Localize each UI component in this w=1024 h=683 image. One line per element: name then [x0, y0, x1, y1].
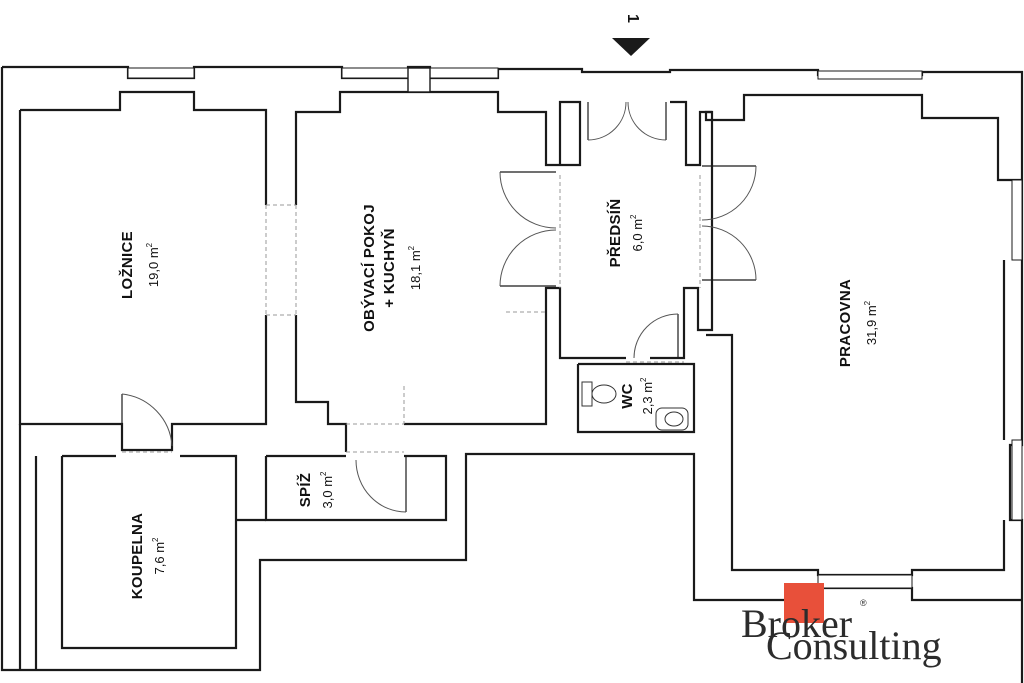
wc-wall [576, 362, 696, 434]
broker-consulting-logo: Broker ® Consulting [741, 583, 942, 668]
room-spiz: SPÍŽ 3,0 m2 [296, 471, 335, 509]
outer-wall [2, 65, 1024, 683]
svg-text:3,0 m2: 3,0 m2 [319, 471, 335, 509]
svg-text:18,1 m2: 18,1 m2 [407, 245, 423, 290]
room-name: LOŽNICE [118, 231, 136, 299]
entrance-door [587, 101, 667, 141]
room-pracovna: PRACOVNA 31,9 m2 [837, 279, 879, 367]
room-loznice: LOŽNICE 19,0 m2 [118, 231, 161, 299]
logo-accent [784, 583, 824, 623]
left-corridor-wall [18, 424, 38, 670]
entrance-number: 1 [624, 14, 641, 23]
room-area: 2,3 m [640, 382, 655, 415]
svg-text:31,9 m2: 31,9 m2 [863, 300, 879, 345]
loznice-wall [18, 90, 268, 452]
window [341, 67, 409, 79]
room-area: 19,0 m [146, 247, 161, 287]
svg-text:2,3 m2: 2,3 m2 [639, 377, 655, 415]
room-obyvaci: OBÝVACÍ POKOJ + KUCHYŇ 18,1 m2 [360, 204, 423, 332]
svg-text:7,6 m2: 7,6 m2 [151, 537, 167, 575]
room-name: WC [619, 383, 636, 409]
sink [655, 407, 689, 431]
chimney [407, 67, 431, 93]
wc-door [633, 313, 679, 359]
obyvaci-wall [294, 90, 714, 452]
room-name-2: + KUCHYŇ [380, 228, 398, 308]
room-koupelna: KOUPELNA 7,6 m2 [129, 513, 167, 600]
spiz-wall [264, 454, 448, 522]
logo-line1: Broker [741, 601, 852, 646]
spiz-door [355, 456, 407, 513]
pracovna-double-door [701, 165, 757, 281]
window [817, 574, 913, 589]
room-name: PŘEDSÍŇ [606, 199, 624, 268]
room-wc: WC 2,3 m2 [619, 377, 655, 415]
koupelna-wall [60, 454, 266, 650]
toilet [581, 381, 617, 407]
window [127, 67, 195, 79]
window [429, 67, 499, 79]
room-name: OBÝVACÍ POKOJ [360, 204, 378, 332]
svg-text:6,0 m2: 6,0 m2 [629, 214, 645, 252]
room-name: PRACOVNA [837, 279, 854, 367]
room-predsin: PŘEDSÍŇ 6,0 m2 [606, 199, 645, 268]
room-area: 18,1 m [408, 250, 423, 290]
living-double-door [499, 171, 557, 287]
room-area: 31,9 m [864, 305, 879, 345]
room-area: 6,0 m [630, 219, 645, 252]
koupelna-door [121, 393, 173, 450]
window [1011, 179, 1023, 261]
room-name: SPÍŽ [296, 473, 314, 508]
room-name: KOUPELNA [129, 513, 146, 600]
room-area: 7,6 m [152, 542, 167, 575]
window [1011, 439, 1023, 521]
logo-line2: Consulting [766, 623, 942, 668]
logo-registered: ® [860, 598, 867, 608]
window [817, 70, 923, 80]
room-area: 3,0 m [320, 476, 335, 509]
entrance-arrow-icon [612, 38, 650, 56]
svg-text:19,0 m2: 19,0 m2 [145, 242, 161, 287]
